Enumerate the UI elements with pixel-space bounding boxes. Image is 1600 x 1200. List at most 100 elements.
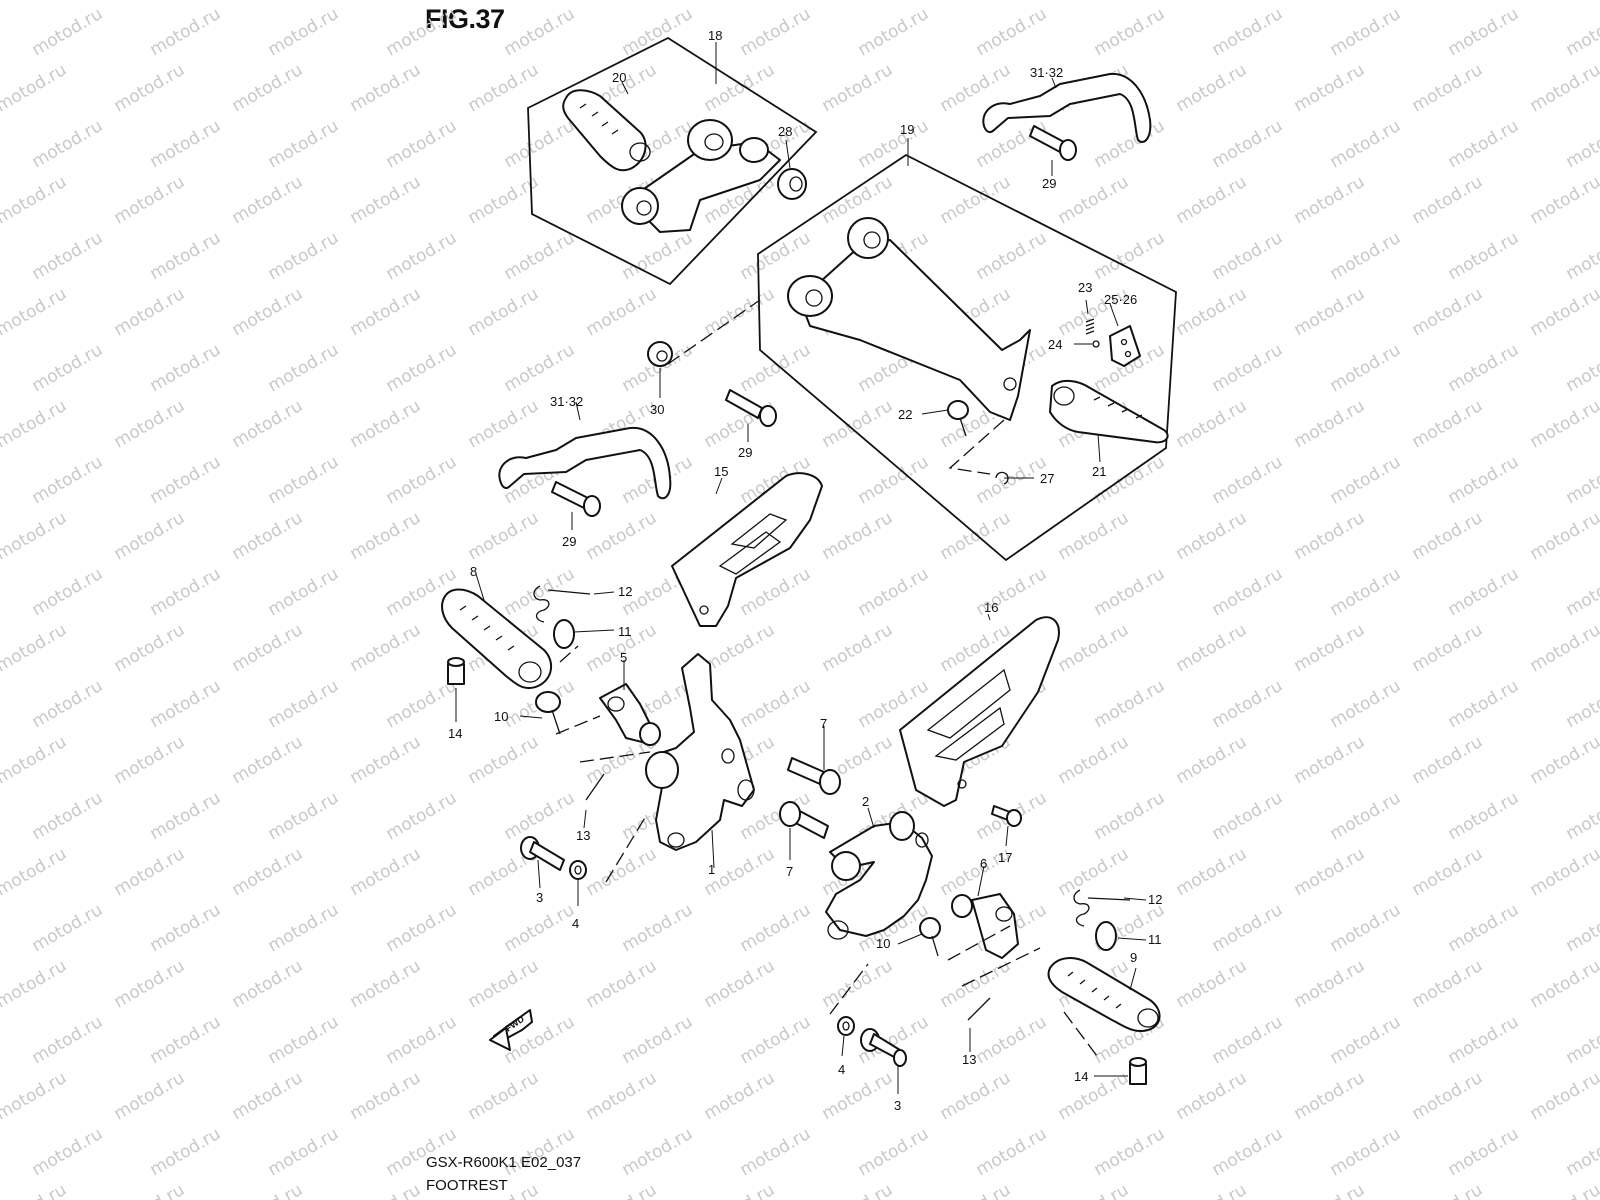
watermark-text: motod.ru: [465, 732, 543, 788]
watermark-text: motod.ru: [1445, 788, 1523, 844]
watermark-text: motod.ru: [1291, 620, 1369, 676]
watermark-text: motod.ru: [1173, 620, 1251, 676]
ref-label-29-lower: 29: [562, 534, 576, 549]
watermark-text: motod.ru: [1409, 396, 1487, 452]
ref-label-7-lower: 7: [786, 864, 793, 879]
watermark-text: motod.ru: [111, 284, 189, 340]
watermark-text: motod.ru: [229, 1068, 307, 1124]
bolt-29-middle: [725, 389, 777, 427]
watermark-text: motod.ru: [111, 732, 189, 788]
watermark-text: motod.ru: [1527, 172, 1600, 228]
watermark-text: motod.ru: [1173, 60, 1251, 116]
ref-label-13-left: 13: [576, 828, 590, 843]
watermark-text: motod.ru: [1409, 508, 1487, 564]
watermark-text: motod.ru: [1291, 172, 1369, 228]
watermark-text: motod.ru: [819, 620, 897, 676]
watermark-text: motod.ru: [229, 0, 307, 4]
watermark-text: motod.ru: [0, 396, 70, 452]
watermark-text: motod.ru: [1209, 340, 1287, 396]
watermark-text: motod.ru: [347, 1180, 425, 1200]
watermark-text: motod.ru: [619, 1012, 697, 1068]
watermark-text: motod.ru: [147, 900, 225, 956]
watermark-text: motod.ru: [819, 1180, 897, 1200]
watermark-text: motod.ru: [937, 1068, 1015, 1124]
watermark-text: motod.ru: [501, 4, 579, 60]
watermark-text: motod.ru: [1409, 956, 1487, 1012]
watermark-text: motod.ru: [0, 60, 70, 116]
watermark-text: motod.ru: [0, 956, 70, 1012]
bolt-7-upper: [787, 757, 841, 795]
watermark-text: motod.ru: [1091, 4, 1169, 60]
assembly-line-10-left: [555, 715, 601, 735]
watermark-text: motod.ru: [465, 956, 543, 1012]
watermark-text: motod.ru: [501, 228, 579, 284]
ref-label-14-left: 14: [448, 726, 462, 741]
watermark-text: motod.ru: [0, 0, 70, 4]
watermark-text: motod.ru: [737, 1124, 815, 1180]
watermark-text: motod.ru: [1173, 396, 1251, 452]
watermark-text: motod.ru: [29, 564, 107, 620]
watermark-text: motod.ru: [1409, 1180, 1487, 1200]
watermark-text: motod.ru: [265, 900, 343, 956]
watermark-text: motod.ru: [1091, 1124, 1169, 1180]
watermark-text: motod.ru: [1291, 396, 1369, 452]
watermark-text: motod.ru: [229, 284, 307, 340]
watermark-text: motod.ru: [1563, 116, 1600, 172]
e-ring-27: [995, 471, 1009, 485]
watermark-text: motod.ru: [1291, 1180, 1369, 1200]
watermark-text: motod.ru: [1091, 228, 1169, 284]
watermark-text: motod.ru: [229, 956, 307, 1012]
ref-label-13-right: 13: [962, 1052, 976, 1067]
ref-label-4-left: 4: [572, 916, 579, 931]
watermark-text: motod.ru: [701, 620, 779, 676]
ref-label-3-right: 3: [894, 1098, 901, 1113]
watermark-text: motod.ru: [737, 228, 815, 284]
figure-title: FIG.37: [425, 4, 505, 34]
watermark-text: motod.ru: [111, 844, 189, 900]
watermark-text: motod.ru: [383, 900, 461, 956]
watermark-text: motod.ru: [737, 564, 815, 620]
watermark-text: motod.ru: [1327, 228, 1405, 284]
ref-label-3-left: 3: [536, 890, 543, 905]
ball-11-right: [1095, 921, 1117, 951]
watermark-text: motod.ru: [1055, 620, 1133, 676]
watermark-text: motod.ru: [1563, 340, 1600, 396]
footrest-peg-8: [441, 588, 553, 690]
watermark-text: motod.ru: [583, 844, 661, 900]
watermark-text: motod.ru: [1327, 564, 1405, 620]
watermark-text: motod.ru: [265, 1012, 343, 1068]
watermark-text: motod.ru: [383, 452, 461, 508]
watermark-text: motod.ru: [1173, 172, 1251, 228]
rear-footrest-bracket-19: [787, 217, 1031, 421]
watermark-text: motod.ru: [465, 1068, 543, 1124]
watermark-text: motod.ru: [1327, 340, 1405, 396]
watermark-text: motod.ru: [111, 396, 189, 452]
watermark-text: motod.ru: [0, 172, 70, 228]
watermark-text: motod.ru: [701, 956, 779, 1012]
watermark-text: motod.ru: [383, 1124, 461, 1180]
watermark-text: motod.ru: [1445, 1012, 1523, 1068]
watermark-text: motod.ru: [1409, 844, 1487, 900]
watermark-text: motod.ru: [701, 1180, 779, 1200]
ref-label-12-left: 12: [618, 584, 632, 599]
watermark-text: motod.ru: [1291, 508, 1369, 564]
watermark-text: motod.ru: [1209, 4, 1287, 60]
watermark-text: motod.ru: [1527, 284, 1600, 340]
ref-label-19: 19: [900, 122, 914, 137]
ref-label-15: 15: [714, 464, 728, 479]
watermark-text: motod.ru: [1563, 452, 1600, 508]
watermark-text: motod.ru: [347, 844, 425, 900]
ref-label-29-middle: 29: [738, 445, 752, 460]
watermark-text: motod.ru: [819, 396, 897, 452]
ref-label-12-right: 12: [1148, 892, 1162, 907]
watermark-text: motod.ru: [701, 1068, 779, 1124]
watermark-text: motod.ru: [855, 452, 933, 508]
watermark-text: motod.ru: [1091, 788, 1169, 844]
watermark-text: motod.ru: [1173, 284, 1251, 340]
watermark-text: motod.ru: [1327, 676, 1405, 732]
spring-23: [1085, 318, 1095, 335]
watermark-text: motod.ru: [265, 676, 343, 732]
watermark-text: motod.ru: [465, 0, 543, 4]
footrest-bracket-1: [645, 653, 755, 851]
watermark-text: motod.ru: [229, 172, 307, 228]
